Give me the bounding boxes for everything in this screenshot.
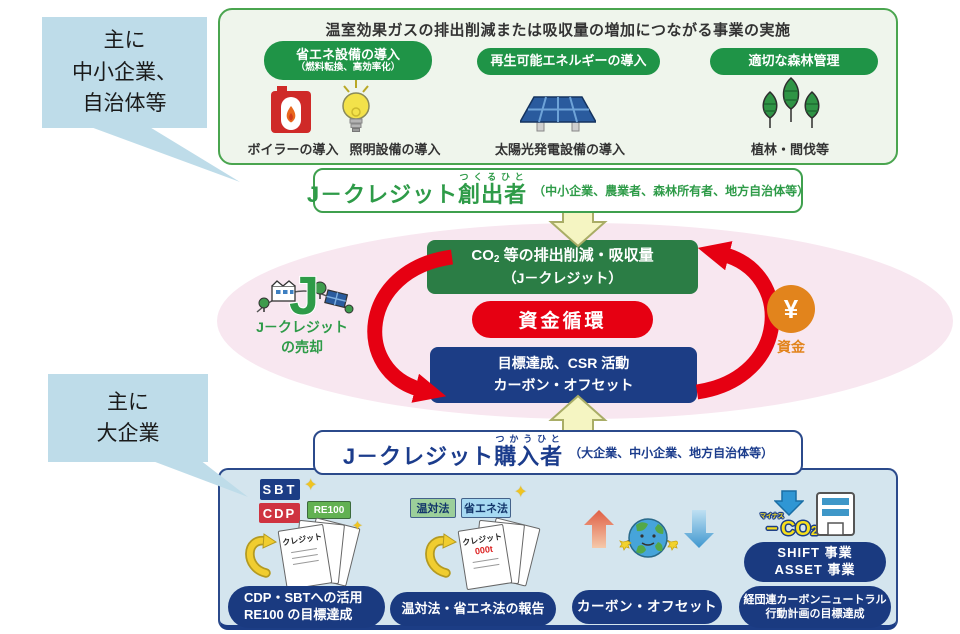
- yen-icon: ¥: [767, 285, 815, 333]
- creator-subtitle: （中小企業、農業者、森林所有者、地方自治体等）: [533, 184, 810, 198]
- pill-shift-asset: SHIFT 事業 ASSET 事業: [744, 542, 886, 582]
- creator-bar: J－クレジット創出者つくるひと （中小企業、農業者、森林所有者、地方自治体等）: [307, 168, 809, 213]
- boiler-icon: [271, 86, 311, 133]
- label-boiler: ボイラーの導入: [247, 142, 339, 157]
- credit-certificates: クレジット 000t: [457, 517, 550, 602]
- pill-carbon-offset: カーボン・オフセット: [572, 590, 722, 624]
- curved-arrow-icon: [425, 533, 458, 578]
- pill-renewable-energy: 再生可能エネルギーの導入: [477, 48, 660, 75]
- sbt-badge: SBT: [260, 479, 300, 500]
- trees-icon: [762, 76, 820, 128]
- pill-keidanren: 経団連カーボンニュートラル 行動計画の目標達成: [739, 586, 891, 628]
- curved-arrow-icon: [245, 533, 278, 578]
- label-forest: 植林・間伐等: [750, 142, 829, 157]
- creator-title: J－クレジット創出者つくるひと: [306, 172, 528, 207]
- sparkle-icon: ✦: [304, 477, 318, 494]
- pill-energy-saving-equipment: 省エネ設備の導入 （燃料転換、高効率化）: [264, 41, 432, 80]
- pill-cdp-sbt-re100: CDP・SBTへの活用 RE100 の目標達成: [228, 586, 385, 628]
- bubble-sme: 主に 中小企業、 自治体等: [42, 17, 207, 128]
- buyer-bar: J－クレジット購入者つかうひと （大企業、中小企業、地方自治体等）: [313, 430, 803, 475]
- solar-panel-icon: [520, 96, 596, 132]
- pill-law-reporting: 温対法・省エネ法の報告: [390, 592, 556, 626]
- buyer-subtitle: （大企業、中小企業、地方自治体等）: [569, 446, 774, 460]
- minus-co2-label: −マイナスCO2: [759, 514, 819, 540]
- down-arrow-icon: [774, 490, 804, 516]
- building-icon: [816, 492, 855, 536]
- buyer-title: J－クレジット購入者つかうひと: [342, 434, 564, 469]
- cdp-badge: CDP: [259, 503, 300, 523]
- fund-circulation-pill: 資金循環: [472, 301, 653, 338]
- down-arrow-blue-icon: [684, 510, 714, 548]
- svg-text:J: J: [289, 266, 319, 320]
- credit-amount-box: CO2 等の排出削減・吸収量 （J－クレジット）: [427, 240, 698, 294]
- panel-title: 温室効果ガスの排出削減または吸収量の増加につながる事業の実施: [325, 22, 791, 39]
- sell-credit-label: J－クレジット の売却: [256, 319, 348, 355]
- shoenehou-badge: 省エネ法: [461, 498, 511, 518]
- re100-badge: RE100: [307, 501, 351, 519]
- ghg-reduction-projects-panel: 温室効果ガスの排出削減または吸収量の増加につながる事業の実施 省エネ設備の導入 …: [218, 8, 898, 165]
- sparkle-icon: ✦: [514, 484, 528, 501]
- earth-character-icon: [619, 518, 678, 558]
- label-lighting: 照明設備の導入: [349, 142, 441, 157]
- fund-label: 資金: [777, 339, 805, 355]
- lightbulb-icon: [342, 80, 370, 132]
- buyer-usage-panel: SBT CDP RE100 ✦ ✦ クレジット CDP・SBTへの活用 RE10…: [218, 468, 898, 630]
- up-arrow-red-icon: [584, 510, 614, 548]
- label-solar: 太陽光発電設備の導入: [494, 142, 625, 157]
- j-credit-logo: J: [256, 265, 354, 320]
- bubble-large-company: 主に 大企業: [48, 374, 208, 462]
- sparkle-icon: ✦: [352, 518, 363, 533]
- pill-forest-management: 適切な森林管理: [710, 48, 878, 75]
- ontaihou-badge: 温対法: [410, 498, 456, 518]
- goal-achievement-box: 目標達成、CSR 活動 カーボン・オフセット: [430, 347, 697, 403]
